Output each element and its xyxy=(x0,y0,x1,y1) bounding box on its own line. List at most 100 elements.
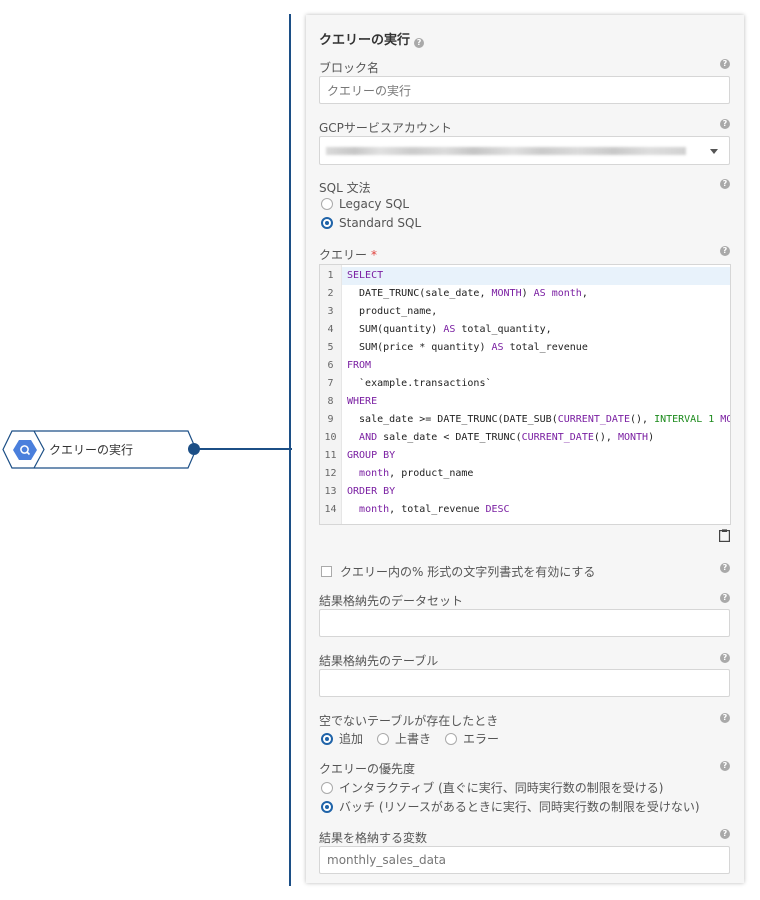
sql-keyword: AS month xyxy=(533,288,582,299)
line-number: 2 xyxy=(327,288,334,299)
sql-token xyxy=(347,432,359,443)
clipboard-icon[interactable] xyxy=(719,529,730,542)
line-number: 3 xyxy=(327,306,334,317)
code-text: ORDER BY xyxy=(347,483,395,501)
line-number: 6 xyxy=(327,360,334,371)
radio-button[interactable] xyxy=(445,732,458,745)
sql-keyword: MO xyxy=(714,414,731,425)
sql-token: (), xyxy=(593,432,618,443)
line-number: 7 xyxy=(327,378,334,389)
help-icon[interactable]: ? xyxy=(414,38,425,48)
help-icon[interactable]: ? xyxy=(720,829,730,839)
sql-token: ) xyxy=(648,432,655,443)
code-line[interactable]: 10 AND sale_date < DATE_TRUNC(CURRENT_DA… xyxy=(320,429,730,447)
sql-token: , product_name xyxy=(389,468,474,479)
radio-button-selected[interactable] xyxy=(321,800,333,813)
sql-token: (), xyxy=(629,414,655,425)
radio-button[interactable] xyxy=(377,732,390,745)
dest-table-input[interactable] xyxy=(319,669,730,697)
sql-keyword: CURRENT_DATE xyxy=(521,432,594,443)
connector-line xyxy=(196,448,292,450)
nonempty-table-options: 追加 上書き エラー xyxy=(321,730,513,747)
radio-append[interactable]: 追加 xyxy=(321,730,363,747)
code-line[interactable]: 2 DATE_TRUNC(sale_date, MONTH) AS month, xyxy=(320,285,730,303)
help-icon[interactable]: ? xyxy=(720,713,730,723)
radio-button-selected[interactable] xyxy=(321,217,333,229)
panel-title: クエリーの実行? xyxy=(319,29,425,48)
sql-keyword: month xyxy=(359,468,390,479)
line-number: 10 xyxy=(324,432,337,443)
help-icon[interactable]: ? xyxy=(720,59,730,69)
sql-token: total_quantity, xyxy=(455,324,552,335)
sql-keyword: ORDER BY xyxy=(347,486,396,497)
code-line[interactable]: 7 `example.transactions` xyxy=(320,375,730,393)
sql-token: INTERVAL 1 xyxy=(654,414,715,425)
line-number: 14 xyxy=(324,504,337,515)
code-text: DATE_TRUNC(sale_date, MONTH) AS month, xyxy=(347,285,588,303)
result-variable-input[interactable] xyxy=(319,846,730,874)
sql-keyword: AS xyxy=(491,342,504,353)
code-text: month, total_revenue DESC xyxy=(347,501,510,519)
code-text: FROM xyxy=(347,357,371,375)
output-port[interactable] xyxy=(188,443,200,455)
radio-button[interactable] xyxy=(321,781,333,794)
radio-button[interactable] xyxy=(321,198,333,210)
help-icon[interactable]: ? xyxy=(720,653,730,663)
sql-keyword: MONTH xyxy=(617,432,649,443)
dest-dataset-label: 結果格納先のデータセット xyxy=(319,594,464,608)
code-line[interactable]: 3 product_name, xyxy=(320,303,730,321)
line-number: 1 xyxy=(327,270,334,281)
help-icon[interactable]: ? xyxy=(720,246,730,256)
result-variable-label: 結果を格納する変数 xyxy=(319,831,428,845)
sql-keyword: AND xyxy=(359,432,378,443)
code-line[interactable]: 9 sale_date >= DATE_TRUNC(DATE_SUB(CURRE… xyxy=(320,411,731,429)
radio-error[interactable]: エラー xyxy=(445,730,499,747)
query-block[interactable]: クエリーの実行 xyxy=(2,430,200,469)
line-number: 5 xyxy=(327,342,334,353)
code-text: AND sale_date < DATE_TRUNC(CURRENT_DATE(… xyxy=(347,429,654,447)
help-icon[interactable]: ? xyxy=(720,119,730,129)
required-mark: * xyxy=(371,248,378,262)
code-line[interactable]: 4 SUM(quantity) AS total_quantity, xyxy=(320,321,730,339)
radio-overwrite[interactable]: 上書き xyxy=(377,730,431,747)
code-line[interactable]: 1 SELECT xyxy=(320,267,730,285)
sql-token: sale_date >= DATE_TRUNC(DATE_SUB( xyxy=(347,414,558,425)
radio-batch[interactable]: バッチ (リソースがあるときに実行、同時実行数の制限を受けない) xyxy=(321,798,700,815)
radio-standard-sql[interactable]: Standard SQL xyxy=(321,216,421,230)
help-icon[interactable]: ? xyxy=(720,563,730,573)
flow-line xyxy=(289,14,291,886)
code-text: `example.transactions` xyxy=(347,375,491,393)
help-icon[interactable]: ? xyxy=(720,761,730,771)
block-name-input[interactable] xyxy=(319,76,730,104)
code-text: sale_date >= DATE_TRUNC(DATE_SUB(CURRENT… xyxy=(347,411,731,429)
code-line[interactable]: 5 SUM(price * quantity) AS total_revenue xyxy=(320,339,730,357)
line-number: 11 xyxy=(324,450,337,461)
code-line[interactable]: 12 month, product_name xyxy=(320,465,730,483)
sql-token: ) xyxy=(521,288,534,299)
line-gutter xyxy=(320,265,342,524)
line-number: 12 xyxy=(324,468,337,479)
radio-interactive[interactable]: インタラクティブ (直ぐに実行、同時実行数の制限を受ける) xyxy=(321,779,663,796)
code-line[interactable]: 6 FROM xyxy=(320,357,730,375)
gcp-account-select[interactable] xyxy=(319,136,730,165)
radio-legacy-sql[interactable]: Legacy SQL xyxy=(321,197,409,211)
dest-table-label: 結果格納先のテーブル xyxy=(319,654,439,668)
dest-dataset-input[interactable] xyxy=(319,609,730,637)
radio-button-selected[interactable] xyxy=(321,732,333,745)
code-line[interactable]: 14 month, total_revenue DESC xyxy=(320,501,730,519)
priority-label: クエリーの優先度 xyxy=(319,762,416,776)
help-icon[interactable]: ? xyxy=(720,593,730,603)
help-icon[interactable]: ? xyxy=(720,179,730,189)
sql-token: , total_revenue xyxy=(389,504,486,515)
percent-format-checkbox[interactable] xyxy=(321,566,332,577)
chevron-down-icon xyxy=(710,149,718,154)
line-number: 4 xyxy=(327,324,334,335)
sql-keyword: FROM xyxy=(347,360,372,371)
percent-format-row[interactable]: クエリー内の% 形式の文字列書式を有効にする xyxy=(321,563,595,580)
sql-syntax-label: SQL 文法 xyxy=(319,181,371,195)
code-text: SELECT xyxy=(347,267,383,285)
